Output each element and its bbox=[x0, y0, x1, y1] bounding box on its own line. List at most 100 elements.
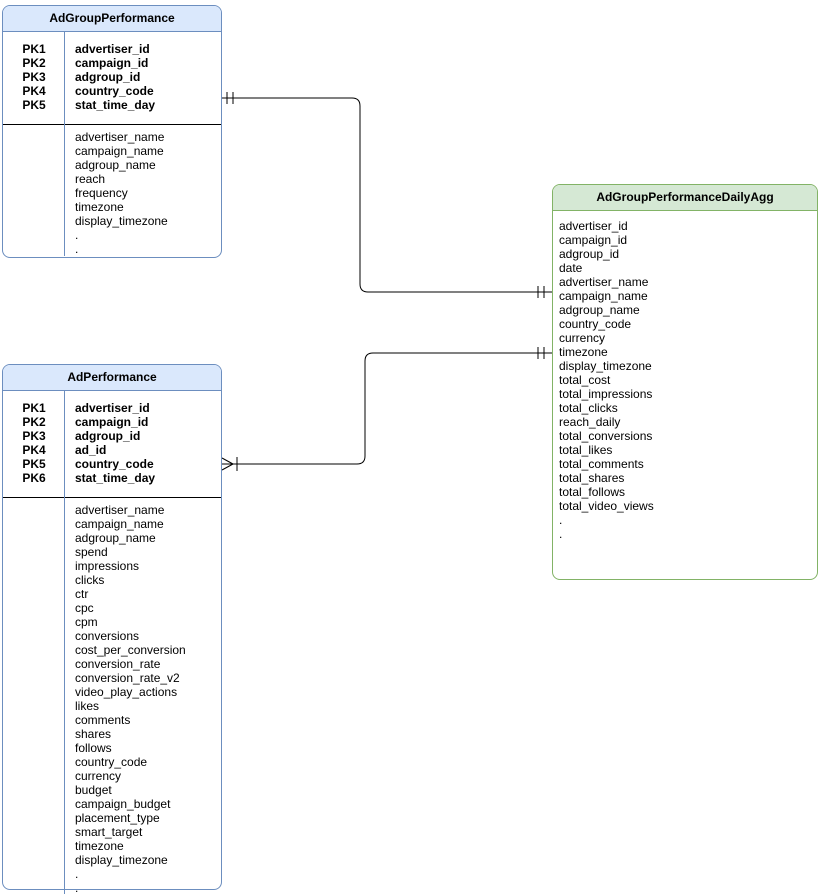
field-name: . bbox=[75, 228, 79, 242]
field-name: . bbox=[75, 881, 79, 894]
pk-badge: PK2 bbox=[22, 415, 46, 429]
pk-field-name: country_code bbox=[75, 457, 154, 471]
field-name: likes bbox=[75, 699, 100, 713]
field-name: total_conversions bbox=[559, 429, 653, 443]
pk-badge: PK1 bbox=[22, 401, 46, 415]
field-name: campaign_budget bbox=[75, 797, 171, 811]
table-title: AdPerformance bbox=[3, 365, 221, 391]
field-name: total_comments bbox=[559, 457, 644, 471]
field-name: display_timezone bbox=[559, 359, 652, 373]
crowfoot-many-icon bbox=[221, 457, 238, 471]
field-name: . bbox=[559, 513, 563, 527]
pk-field-name: campaign_id bbox=[75, 415, 149, 429]
pk-field-name: adgroup_id bbox=[75, 70, 141, 84]
field-name: campaign_name bbox=[75, 517, 164, 531]
field-name: campaign_name bbox=[75, 144, 164, 158]
pk-field-name: stat_time_day bbox=[75, 98, 156, 112]
field-name: placement_type bbox=[75, 811, 160, 825]
field-name: country_code bbox=[559, 317, 632, 331]
one-and-only-one-icon bbox=[537, 347, 545, 359]
field-name: advertiser_name bbox=[75, 130, 165, 144]
table-title: AdGroupPerformance bbox=[3, 6, 221, 32]
field-name: . bbox=[75, 867, 79, 881]
relationship-adperformance-dailyagg bbox=[221, 347, 552, 471]
field-name: reach bbox=[75, 172, 106, 186]
field-name: total_video_views bbox=[559, 499, 654, 513]
field-name: reach_daily bbox=[559, 415, 621, 429]
field-name: advertiser_id bbox=[559, 219, 628, 233]
field-name: total_shares bbox=[559, 471, 625, 485]
pk-field-name: country_code bbox=[75, 84, 154, 98]
field-name: adgroup_name bbox=[75, 531, 156, 545]
fields-spacer bbox=[3, 503, 65, 894]
pk-field-name: advertiser_id bbox=[75, 401, 150, 415]
field-name: timezone bbox=[75, 200, 124, 214]
field-name: timezone bbox=[559, 345, 608, 359]
column-divider bbox=[64, 32, 65, 256]
column-divider bbox=[64, 391, 65, 894]
field-name: clicks bbox=[75, 573, 105, 587]
connector-line bbox=[222, 352, 552, 465]
pk-badge: PK2 bbox=[22, 56, 46, 70]
connector-line bbox=[222, 97, 552, 293]
pk-badge: PK4 bbox=[22, 84, 46, 98]
field-name: adgroup_id bbox=[559, 247, 620, 261]
field-name: total_cost bbox=[559, 373, 611, 387]
field-name: smart_target bbox=[75, 825, 143, 839]
pk-field-name: ad_id bbox=[75, 443, 107, 457]
field-name: total_clicks bbox=[559, 401, 618, 415]
field-name: . bbox=[75, 242, 79, 256]
field-name: . bbox=[559, 527, 563, 541]
pk-badge: PK3 bbox=[22, 429, 46, 443]
pk-badge: PK3 bbox=[22, 70, 46, 84]
pk-badge: PK4 bbox=[22, 443, 46, 457]
field-name: total_follows bbox=[559, 485, 626, 499]
table-title: AdGroupPerformanceDailyAgg bbox=[553, 185, 817, 211]
field-name: country_code bbox=[75, 755, 148, 769]
field-name: frequency bbox=[75, 186, 128, 200]
field-name: date bbox=[559, 261, 583, 275]
er-table-adgroupperformancedailyagg: AdGroupPerformanceDailyAgg advertiser_id… bbox=[552, 184, 818, 580]
fields-spacer bbox=[3, 130, 65, 256]
field-name: total_likes bbox=[559, 443, 613, 457]
one-and-only-one-icon bbox=[226, 92, 234, 104]
field-name: display_timezone bbox=[75, 214, 168, 228]
field-name: budget bbox=[75, 783, 112, 797]
field-name: campaign_name bbox=[559, 289, 648, 303]
field-name: adgroup_name bbox=[559, 303, 640, 317]
field-name: conversion_rate_v2 bbox=[75, 671, 180, 685]
one-and-only-one-icon bbox=[537, 286, 545, 298]
field-name: ctr bbox=[75, 587, 89, 601]
pk-field-name: stat_time_day bbox=[75, 471, 156, 485]
pk-field-name: advertiser_id bbox=[75, 42, 150, 56]
field-name: total_impressions bbox=[559, 387, 653, 401]
pk-badge: PK1 bbox=[22, 42, 46, 56]
pk-badge: PK5 bbox=[22, 457, 46, 471]
field-name: conversions bbox=[75, 629, 140, 643]
field-name: currency bbox=[559, 331, 606, 345]
field-name: comments bbox=[75, 713, 131, 727]
field-name: impressions bbox=[75, 559, 140, 573]
pk-field-name: campaign_id bbox=[75, 56, 149, 70]
pk-field-name: adgroup_id bbox=[75, 429, 141, 443]
field-name: advertiser_name bbox=[559, 275, 649, 289]
field-name: advertiser_name bbox=[75, 503, 165, 517]
pk-badge: PK6 bbox=[22, 471, 46, 485]
